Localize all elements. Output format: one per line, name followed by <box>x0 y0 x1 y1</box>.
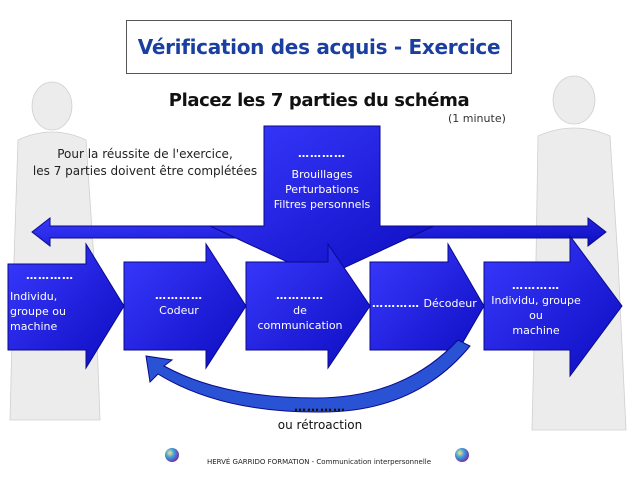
feedback-arrow <box>145 339 471 413</box>
receiver-block: ………… Individu, groupe ou machine <box>484 278 588 338</box>
title-box: Vérification des acquis - Exercice <box>126 20 512 74</box>
noise-arrow <box>209 125 435 279</box>
footer-text: HERVÉ GARRIDO FORMATION - Communication … <box>206 458 432 466</box>
duration-label: (1 minute) <box>448 112 506 125</box>
sender-line-1: Individu, groupe ou <box>10 290 66 318</box>
decoder-blank[interactable]: ………… <box>372 297 420 310</box>
sender-block: ………… Individu, groupe ou machine <box>10 268 90 334</box>
noise-line-2: Perturbations <box>285 183 359 196</box>
globe-icon-right <box>455 448 469 462</box>
channel-blank[interactable]: ………… <box>276 289 324 302</box>
noise-block: ………… Brouillages Perturbations Filtres p… <box>264 146 380 212</box>
channel-label: de communication <box>257 304 343 332</box>
receiver-line-1: Individu, groupe ou <box>491 294 581 322</box>
feedback-label: ou rétroaction <box>277 418 363 432</box>
channel-arrow <box>245 242 371 370</box>
decoder-label: Décodeur <box>423 297 477 310</box>
receiver-blank[interactable]: ………… <box>512 279 560 292</box>
page-title: Vérification des acquis - Exercice <box>137 35 501 59</box>
noise-blank[interactable]: ………… <box>298 147 346 160</box>
encoder-label: Codeur <box>159 304 199 317</box>
encoder-arrow <box>123 242 247 370</box>
encoder-block: ………… Codeur <box>134 288 224 318</box>
feedback-blank[interactable]: ………… <box>294 400 346 414</box>
sender-arrow <box>7 242 125 370</box>
decoder-arrow <box>369 242 485 370</box>
channel-block: ………… de communication <box>250 288 350 333</box>
globe-icon-left <box>165 448 179 462</box>
feedback-block: ………… ou rétroaction <box>250 398 390 434</box>
sender-blank[interactable]: ………… <box>26 269 74 282</box>
noise-line-3: Filtres personnels <box>273 198 371 211</box>
encoder-blank[interactable]: ………… <box>155 289 203 302</box>
receiver-arrow <box>483 234 623 378</box>
sender-line-2: machine <box>10 320 58 333</box>
noise-line-1: Brouillages <box>291 168 353 181</box>
instruction-line-1: Pour la réussite de l'exercice, <box>57 147 233 161</box>
decoder-block: ………… Décodeur <box>372 296 477 311</box>
instruction-text: Pour la réussite de l'exercice, les 7 pa… <box>18 146 272 180</box>
receiver-line-2: machine <box>512 324 560 337</box>
instruction-line-2: les 7 parties doivent être complétées <box>32 164 258 178</box>
subtitle: Placez les 7 parties du schéma <box>168 90 470 111</box>
